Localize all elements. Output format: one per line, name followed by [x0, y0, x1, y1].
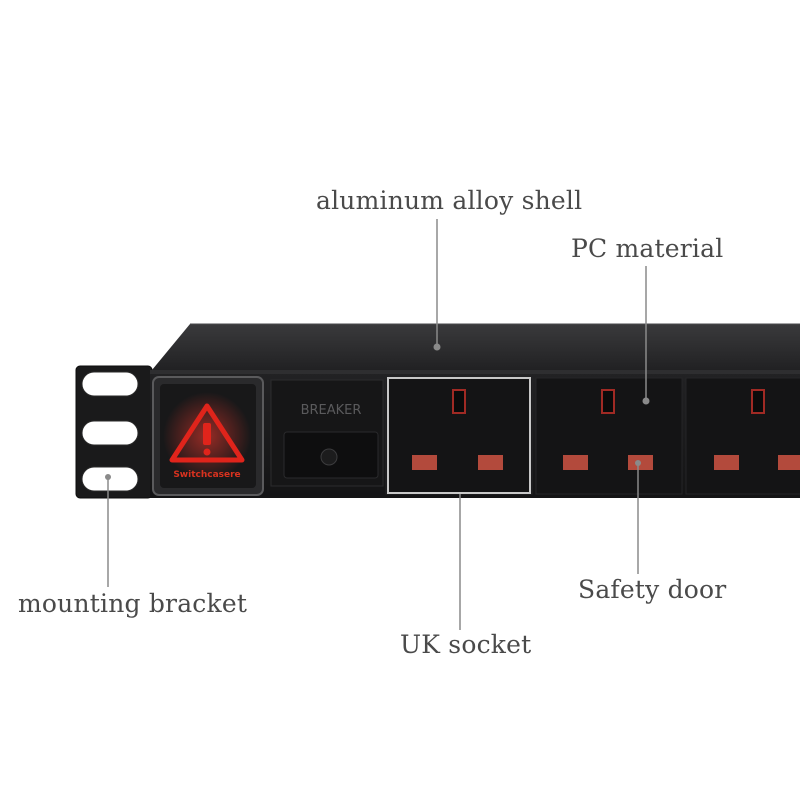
callout-lines [105, 219, 650, 630]
warning-triangle-icon [169, 403, 245, 463]
live-slot [563, 455, 588, 470]
aluminum-shell-top [152, 324, 800, 372]
bracket-hole-top [81, 371, 139, 397]
neutral-slot [778, 455, 800, 470]
pc-material-label: PC material [571, 234, 724, 263]
switch-label: Switchcasere [173, 470, 240, 480]
breaker-label: BREAKER [301, 403, 362, 418]
aluminum-shell-label: aluminum alloy shell [316, 186, 583, 215]
neutral-slot [478, 455, 503, 470]
uk-socket[interactable] [685, 377, 800, 495]
uk-socket[interactable] [385, 377, 533, 495]
safety-door-label: Safety door [578, 575, 727, 604]
uk-socket-highlight [387, 377, 531, 494]
mounting-bracket [75, 365, 153, 499]
uk-socket-label: UK socket [400, 630, 532, 659]
live-slot [714, 455, 739, 470]
breaker-reset-button[interactable] [320, 448, 338, 466]
breaker[interactable]: BREAKER [270, 379, 384, 487]
mounting-bracket-label: mounting bracket [18, 589, 248, 618]
power-switch[interactable]: Switchcasere [152, 376, 264, 496]
bracket-hole-middle [81, 420, 139, 446]
live-slot [412, 455, 437, 470]
uk-socket[interactable] [535, 377, 683, 495]
